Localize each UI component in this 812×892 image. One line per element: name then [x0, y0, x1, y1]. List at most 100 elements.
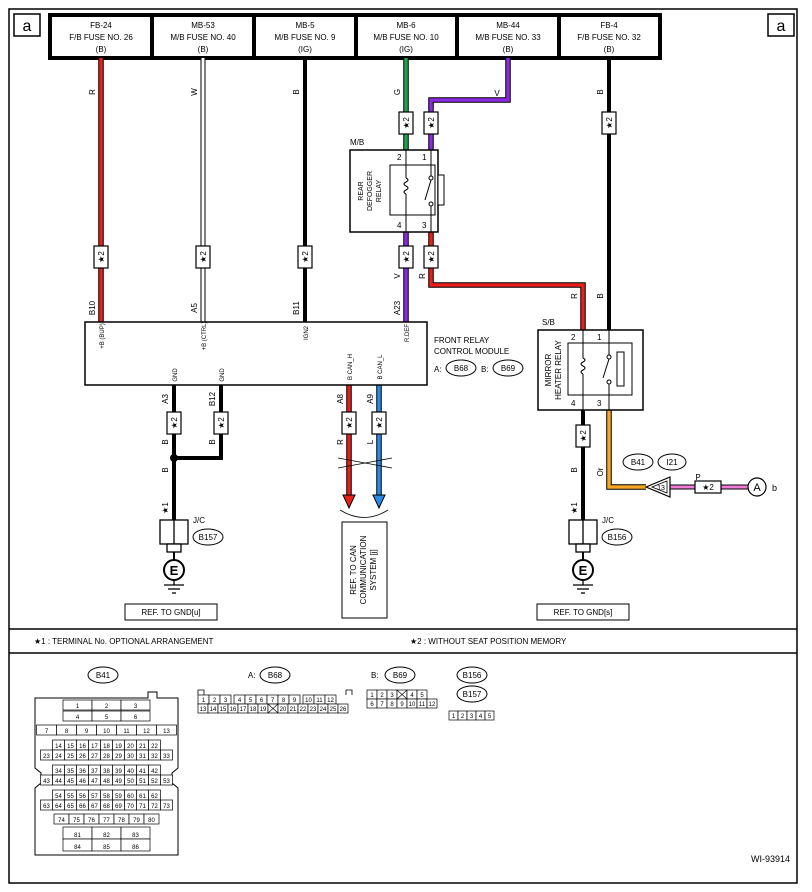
pin-number: 29: [115, 754, 122, 760]
svg-text:CONTROL MODULE: CONTROL MODULE: [434, 347, 509, 356]
pin-number: 19: [260, 707, 267, 713]
svg-text:M/B: M/B: [350, 138, 364, 147]
pin-number: 74: [58, 818, 65, 824]
pin-number: 20: [280, 707, 287, 713]
fuse-box-4: MB-6 M/B FUSE NO. 10 (IG): [373, 21, 439, 54]
footnote-star1: ★1 : TERMINAL No. OPTIONAL ARRANGEMENT: [34, 637, 213, 646]
pin-number: 7: [45, 729, 49, 735]
svg-text:M/B FUSE NO. 9: M/B FUSE NO. 9: [275, 33, 336, 42]
pin-number: 25: [67, 754, 74, 760]
pin-number: 13: [200, 707, 207, 713]
svg-text:★2: ★2: [427, 117, 436, 129]
pin-number: 15: [220, 707, 227, 713]
svg-text:M/B FUSE NO. 40: M/B FUSE NO. 40: [170, 33, 236, 42]
pin-number: 58: [103, 794, 110, 800]
svg-text:★2: ★2: [579, 430, 588, 442]
svg-text:B69: B69: [393, 671, 408, 680]
svg-text:R: R: [336, 439, 345, 445]
corner-label-left: a: [13, 13, 41, 37]
pin-number: 6: [134, 715, 138, 721]
star2-marker-2: ★2: [195, 245, 211, 269]
svg-text:B12: B12: [208, 391, 217, 406]
pin-number: 76: [88, 818, 95, 824]
pin-number: 70: [127, 804, 134, 810]
svg-text:B157: B157: [463, 690, 482, 699]
svg-text:COMMUNICATION: COMMUNICATION: [359, 535, 368, 604]
pin-number: 8: [65, 729, 69, 735]
svg-text:(B): (B): [96, 45, 107, 54]
svg-text:F/B FUSE NO. 26: F/B FUSE NO. 26: [69, 33, 133, 42]
svg-text:★2: ★2: [427, 251, 436, 263]
fuse-box-6: FB-4 F/B FUSE NO. 32 (B): [577, 21, 641, 54]
svg-text:V: V: [494, 89, 500, 98]
svg-text:(IG): (IG): [399, 45, 413, 54]
star2-marker-1: ★2: [93, 245, 109, 269]
svg-text:B: B: [596, 89, 605, 94]
svg-text:2: 2: [397, 153, 402, 162]
svg-text:a: a: [23, 18, 32, 35]
pin-number: 11: [123, 729, 130, 735]
svg-text:★2: ★2: [217, 417, 226, 429]
connector-badge-b157: B157: [192, 528, 224, 546]
pin-number: 16: [79, 744, 86, 750]
svg-text:(B): (B): [503, 45, 514, 54]
svg-text:A23: A23: [393, 300, 402, 315]
star2-marker-13: ★2: [575, 424, 591, 448]
star2-marker-7: ★2: [398, 245, 414, 269]
pin-number: 5: [488, 714, 492, 720]
connector-badge-b41: B41: [622, 453, 654, 471]
svg-text:G: G: [393, 89, 402, 95]
pin-number: 24: [320, 707, 327, 713]
pin-number: 75: [73, 818, 80, 824]
svg-text:J/C: J/C: [193, 516, 205, 525]
svg-text:L: L: [366, 439, 375, 444]
svg-text:MB-6: MB-6: [396, 21, 416, 30]
pin-number: 31: [139, 754, 146, 760]
svg-text:B10: B10: [88, 300, 97, 315]
svg-text:B11: B11: [292, 301, 301, 315]
wire-can-h-red: [342, 385, 356, 510]
pin-number: 83: [132, 833, 139, 839]
pin-number: 21: [139, 744, 146, 750]
pin-number: 1: [452, 714, 456, 720]
pin-number: 1: [202, 698, 206, 704]
pin-number: 53: [163, 779, 170, 785]
pin-number: 77: [103, 818, 110, 824]
pin-number: 79: [133, 818, 140, 824]
pin-cell: [160, 774, 173, 786]
pin-number: 3: [470, 714, 474, 720]
pin-number: 19: [115, 744, 122, 750]
pin-number: 22: [151, 744, 158, 750]
pin-number: 21: [290, 707, 297, 713]
pin-number: 57: [91, 794, 98, 800]
pin-number: 30: [127, 754, 134, 760]
svg-text:B41: B41: [631, 458, 646, 467]
blank-pin-mark: [267, 703, 279, 714]
pin-number: 80: [148, 818, 155, 824]
svg-text:MB-53: MB-53: [191, 21, 215, 30]
footnote-star2: ★2 : WITHOUT SEAT POSITION MEMORY: [410, 637, 567, 646]
star2-marker-10: ★2: [213, 411, 229, 435]
svg-text:B: B: [161, 467, 170, 472]
svg-text:R: R: [88, 89, 97, 95]
svg-text:A:: A:: [434, 365, 442, 374]
ground-left: ★1 J/C B157 E REF. TO GND[u]: [124, 502, 224, 621]
pin-number: 2: [213, 698, 217, 704]
relay-switch-icon: [424, 150, 445, 232]
ground-icon: E: [163, 559, 185, 594]
pin-number: 4: [238, 698, 242, 704]
pin-number: 56: [79, 794, 86, 800]
fuse-box-1: FB-24 F/B FUSE NO. 26 (B): [69, 21, 133, 54]
svg-text:REAR: REAR: [358, 181, 365, 200]
pin-number: 13: [163, 729, 170, 735]
pin-number: 11: [419, 702, 426, 708]
pin-number: 3: [224, 698, 228, 704]
svg-text:I21: I21: [666, 458, 678, 467]
diagram-id: WI-93914: [751, 854, 790, 864]
svg-text:B: B: [161, 439, 170, 444]
svg-text:B: B: [208, 439, 217, 444]
svg-text:W: W: [190, 88, 199, 96]
pin-number: 8: [282, 698, 286, 704]
